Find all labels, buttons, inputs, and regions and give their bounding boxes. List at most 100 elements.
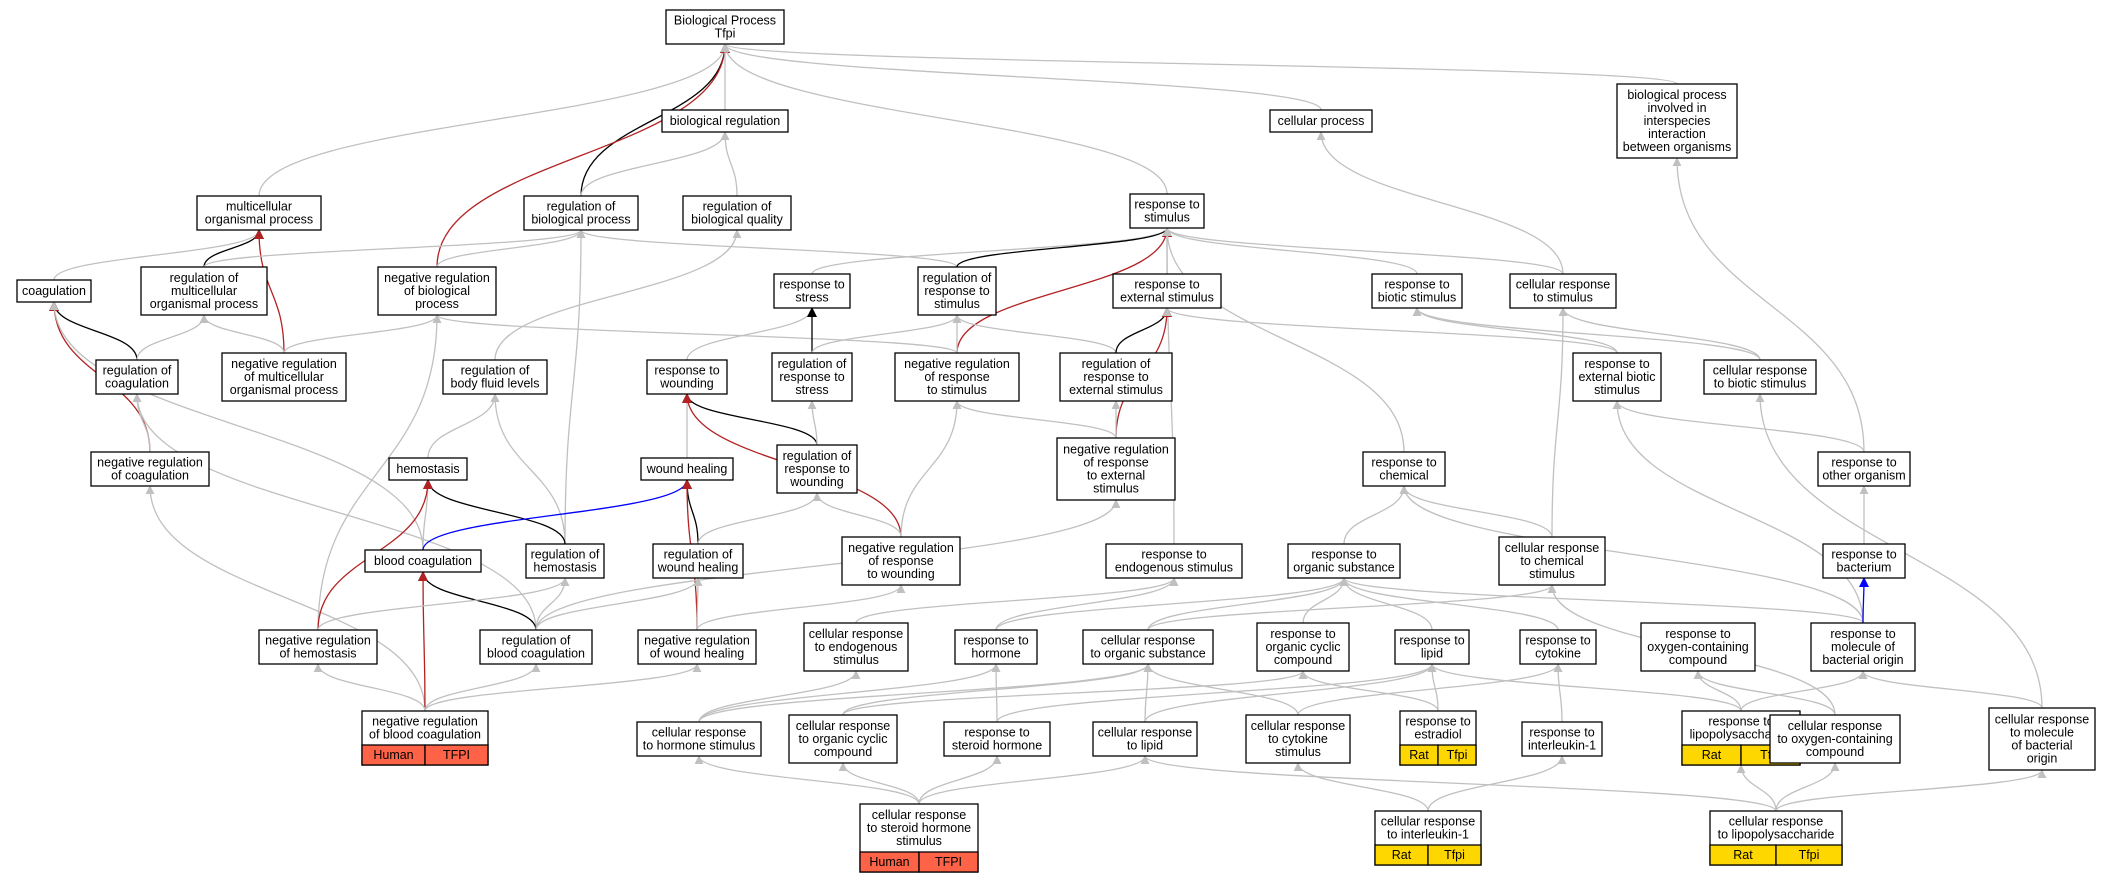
edge-black: [423, 479, 566, 545]
node-label: response to: [1405, 715, 1470, 729]
edge-gray: [842, 663, 1153, 716]
node-box: [1521, 721, 1603, 757]
edge-gray: [952, 314, 1117, 354]
edge-gray: [698, 663, 1001, 723]
node-label: regulation of: [531, 548, 600, 562]
edge-gray: [424, 663, 702, 712]
node-label: organismal process: [150, 297, 258, 311]
species-tag-rat: Tfpi: [1799, 848, 1820, 862]
node-box: [1056, 437, 1176, 501]
edge-black: [682, 393, 818, 446]
node-label: compound: [1669, 653, 1727, 667]
node-label: response to: [1141, 548, 1206, 562]
node-label: of biological: [404, 284, 470, 298]
node-label: of response: [1083, 456, 1148, 470]
node-box: [636, 721, 762, 757]
node-label: between organisms: [1623, 140, 1731, 154]
edge-gray: [1316, 131, 1564, 275]
node-label: response to: [1134, 278, 1199, 292]
node-box: [1092, 721, 1198, 757]
node-label: response to: [654, 364, 719, 378]
node-box: [377, 266, 497, 316]
node-label: wound healing: [657, 561, 739, 575]
edge-gray: [1427, 755, 1567, 812]
edge-gray: [1162, 227, 1564, 275]
edge-gray: [1612, 400, 1864, 624]
node-label: stimulus: [1093, 482, 1139, 496]
node-label: to chemical: [1520, 554, 1583, 568]
node-box: [1245, 714, 1351, 764]
node-box: [221, 352, 347, 402]
edge-black: [956, 227, 1172, 268]
node-label: cellular response: [1516, 278, 1611, 292]
edge-gray: [1298, 670, 1439, 712]
node-label: response to: [1311, 548, 1376, 562]
edge-gray: [807, 400, 818, 446]
node-box: [1822, 543, 1906, 579]
edge-gray: [1143, 663, 1299, 716]
edge-gray: [1339, 577, 1864, 624]
edge-gray: [1551, 307, 1568, 538]
edge-gray: [812, 492, 902, 538]
edge-gray: [693, 577, 703, 631]
edge-gray: [535, 577, 570, 631]
node-label: regulation of: [547, 200, 616, 214]
node-label: regulation of: [103, 364, 172, 378]
node-label: biological quality: [691, 213, 783, 227]
edge-blue: [1858, 577, 1869, 624]
edge-gray: [952, 400, 1117, 439]
edge-red: [418, 571, 429, 712]
node-label: stimulus: [934, 297, 980, 311]
node-label: of response: [924, 370, 989, 384]
node-box: [1105, 543, 1243, 579]
node-label: biological process: [531, 213, 630, 227]
node-box: [258, 629, 378, 665]
edge-gray: [694, 755, 920, 805]
node-label: cellular response: [1995, 713, 2090, 727]
node-label: cellular response: [1788, 719, 1883, 733]
edge-gray: [1343, 485, 1409, 545]
node-label: cellular response: [652, 726, 747, 740]
node-label: cellular response: [796, 719, 891, 733]
node-label: regulation of: [703, 200, 772, 214]
node-box: [803, 622, 909, 672]
annotation-cell: [1427, 844, 1482, 866]
edge-gray: [1775, 769, 2047, 812]
node-label: cellular response: [1505, 541, 1600, 555]
node-box: [665, 9, 785, 45]
node-box: [1129, 193, 1205, 229]
node-label: response to: [779, 370, 844, 384]
edge-gray: [203, 229, 586, 268]
node-label: response to: [1529, 726, 1594, 740]
node-label: of bacterial: [2011, 739, 2072, 753]
edge-gray: [842, 670, 1308, 716]
node-box: [1287, 543, 1401, 579]
node-label: response to: [1665, 627, 1730, 641]
node-label: cellular response: [809, 627, 904, 641]
node-label: cellular response: [1101, 634, 1196, 648]
edge-gray: [317, 314, 442, 631]
node-box: [388, 457, 468, 481]
node-label: regulation of: [502, 634, 571, 648]
node-label: cytokine: [1535, 647, 1581, 661]
node-label: stimulus: [1529, 567, 1575, 581]
node-box: [841, 536, 961, 586]
node-box: [1988, 707, 2096, 771]
edge-gray: [424, 663, 541, 712]
edge-gray: [995, 577, 1349, 631]
node-label: involved in: [1647, 101, 1706, 115]
edge-gray: [576, 229, 958, 268]
